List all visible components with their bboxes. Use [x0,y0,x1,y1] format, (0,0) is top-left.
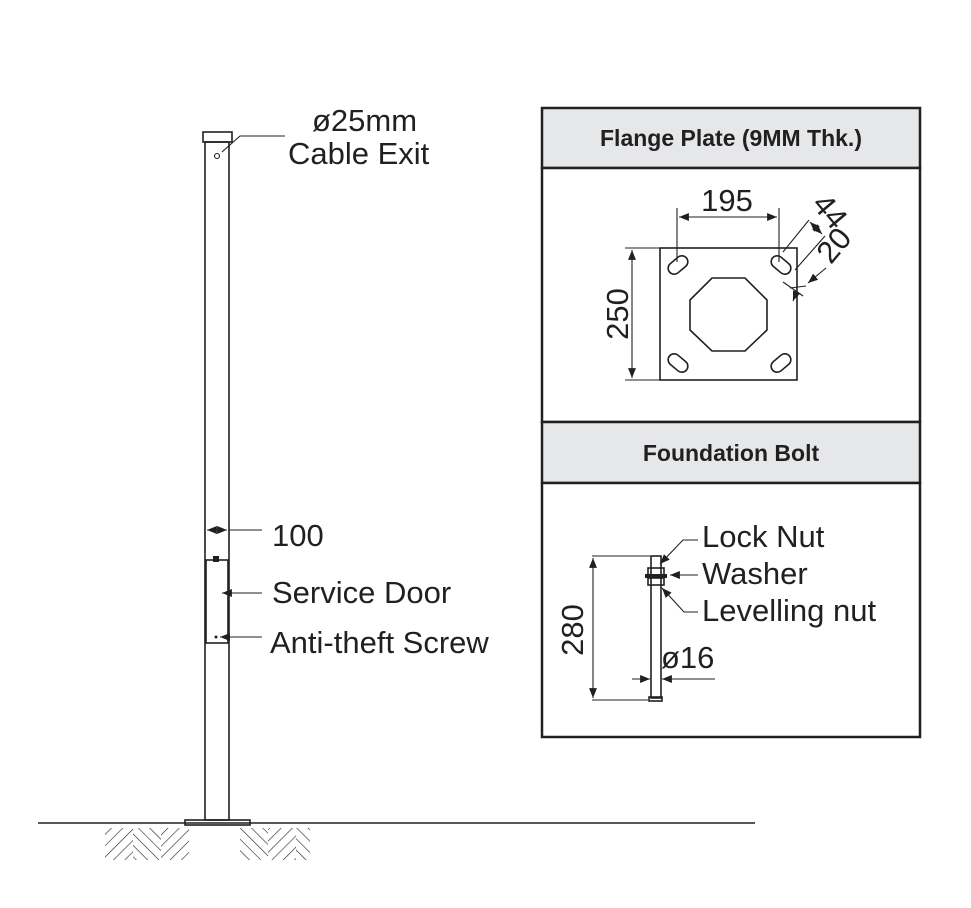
levelling-nut [647,577,665,586]
octagon-opening [689,277,768,352]
pole-cap [202,131,233,143]
ground-hatching-right [240,828,310,860]
pole: ø25mm Cable Exit 100 Service Door Anti-t… [184,103,489,826]
flange-plate-title: Flange Plate (9MM Thk.) [600,125,862,151]
washer [645,574,667,578]
cable-exit-hole [213,152,221,160]
foundation-bolt-panel: Foundation Bolt Lock Nut Washer Levellin… [540,420,922,739]
slot [667,352,689,374]
slot [770,352,792,374]
levelling-nut-label: Levelling nut [702,593,876,628]
slot [667,254,689,276]
bolt-end [648,696,663,702]
foundation-bolt-title: Foundation Bolt [643,440,820,466]
service-door [205,559,229,644]
bolt-rod [650,555,662,699]
washer-label: Washer [702,556,808,591]
flange-plate-panel: Flange Plate (9MM Thk.) 195 250 44 [540,106,922,424]
service-door-label: Service Door [272,575,451,610]
door-hinge [213,556,219,562]
pole-width-dim: 100 [272,518,324,553]
anti-theft-screw [214,635,218,639]
slot [770,254,792,276]
anti-theft-screw-label: Anti-theft Screw [270,625,489,660]
bolt-diameter-dim: ø16 [661,640,714,675]
lock-nut-label: Lock Nut [702,519,825,554]
flange-dim-vertical: 250 [600,288,635,340]
bolt-length-dim: 280 [555,604,590,656]
bolt-drawing: Lock Nut Washer Levelling nut 280 ø16 [555,519,876,702]
cable-exit-diameter: ø25mm [312,103,417,138]
ground [38,822,755,860]
ground-hatching-left [105,828,189,860]
pole-shaft [204,141,230,821]
base-plate [184,819,251,826]
flange-dim-horizontal: 195 [701,183,753,218]
cable-exit-label: Cable Exit [288,136,430,171]
